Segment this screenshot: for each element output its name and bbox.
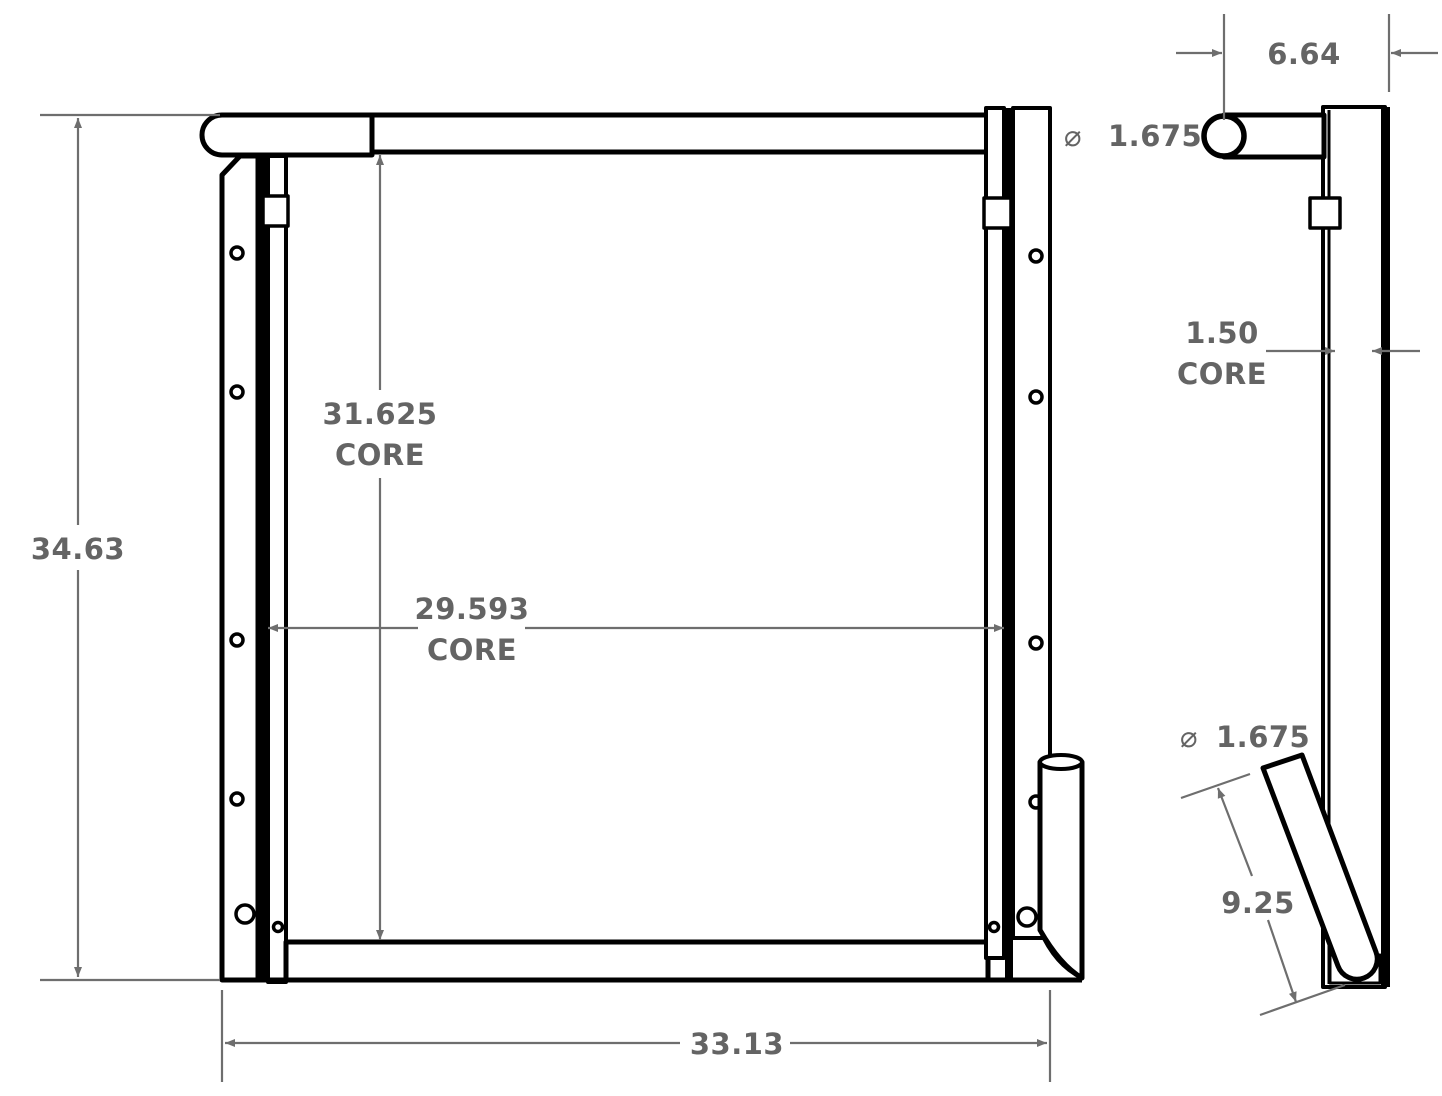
bracket-tab <box>261 194 290 228</box>
inlet-pipe-side <box>1201 112 1327 160</box>
outlet-length-value: 9.25 <box>1221 886 1295 920</box>
inlet-diameter-value: 1.675 <box>1108 119 1202 153</box>
inlet-pipe-end <box>1201 113 1247 159</box>
core-width-label: CORE <box>427 633 517 667</box>
top-tank <box>199 112 991 158</box>
mount-hole <box>229 245 245 261</box>
core-depth-label: CORE <box>1177 357 1267 391</box>
overall-width-value: 33.13 <box>690 1027 784 1061</box>
mount-hole-small <box>271 920 285 934</box>
core-width-value: 29.593 <box>415 592 530 626</box>
dimensions: 34.63 33.13 31.625 CORE 29.593 CORE ⌀ <box>31 14 1438 1082</box>
dim-core-depth: 1.50 CORE <box>1177 316 1420 391</box>
core-depth-value: 1.50 <box>1185 316 1259 350</box>
dim-core-height: 31.625 CORE <box>323 155 438 940</box>
inlet-offset-value: 6.64 <box>1267 37 1341 71</box>
front-view <box>199 106 1085 984</box>
dim-outlet-length: 9.25 <box>1180 772 1346 1017</box>
mount-hole-small <box>987 920 1001 934</box>
bracket-tab <box>982 196 1013 230</box>
dim-overall-width: 33.13 <box>220 990 1052 1082</box>
core-height-label: CORE <box>335 438 425 472</box>
mount-hole <box>229 791 245 807</box>
mount-hole <box>1028 248 1044 264</box>
diameter-symbol: ⌀ <box>1064 119 1082 153</box>
dim-inlet-diameter: ⌀ 1.675 <box>1064 119 1202 153</box>
left-side-channel <box>219 153 290 984</box>
mount-hole <box>229 384 245 400</box>
dim-inlet-offset: 6.64 <box>1176 14 1438 120</box>
dim-outlet-diameter: ⌀ 1.675 <box>1180 720 1310 754</box>
mount-hole <box>229 632 245 648</box>
diameter-symbol: ⌀ <box>1180 720 1198 754</box>
dim-core-width: 29.593 CORE <box>268 592 1004 667</box>
bracket-tab <box>1308 196 1342 230</box>
dim-overall-height: 34.63 <box>31 113 220 982</box>
outlet-pipe-front <box>1037 753 1085 981</box>
bottom-tank <box>283 939 991 983</box>
overall-height-value: 34.63 <box>31 532 125 566</box>
inlet-stub <box>199 112 375 158</box>
mount-hole <box>1028 389 1044 405</box>
side-view <box>1201 105 1390 989</box>
core-height-value: 31.625 <box>323 397 438 431</box>
outlet-diameter-value: 1.675 <box>1216 720 1310 754</box>
outlet-pipe-side <box>1260 752 1382 985</box>
mount-hole-large <box>234 903 256 925</box>
mount-hole-large <box>1016 906 1038 928</box>
mount-hole <box>1028 635 1044 651</box>
